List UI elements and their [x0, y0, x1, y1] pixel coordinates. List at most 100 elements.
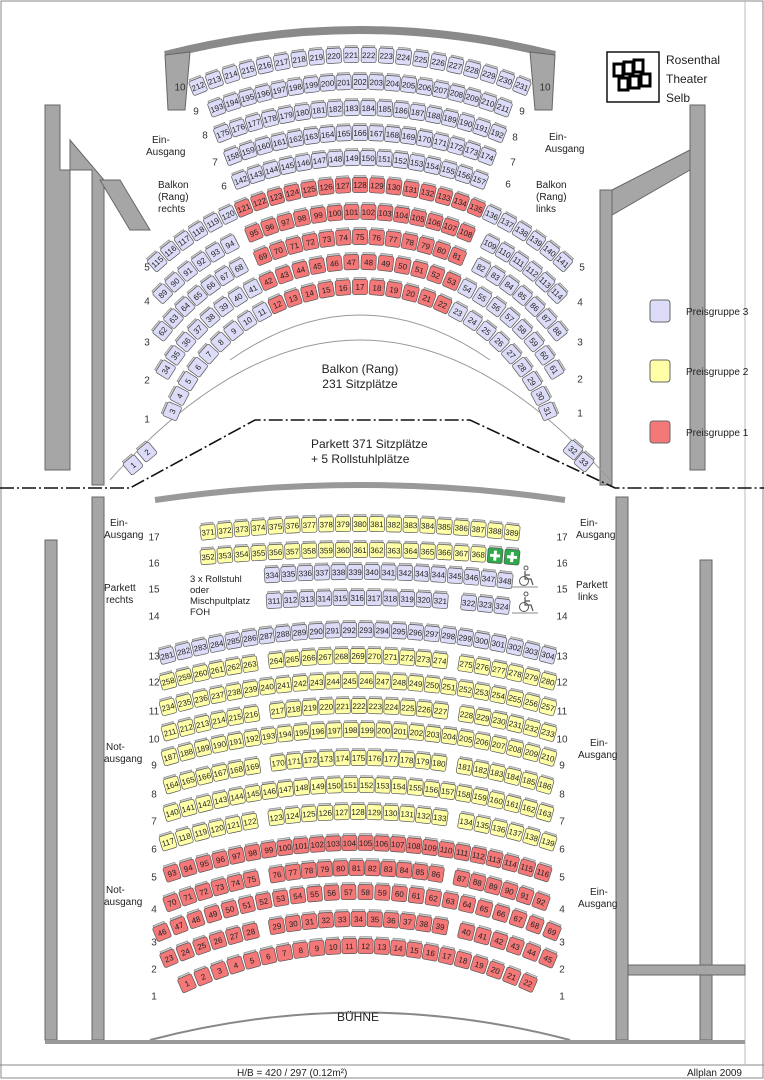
parkett-seat-280[interactable]: 280 [538, 670, 558, 691]
balkon-seat-184[interactable]: 184 [360, 98, 377, 117]
balkon-seat-171[interactable]: 171 [431, 131, 450, 152]
parkett-seat-226[interactable]: 226 [415, 698, 433, 718]
balkon-seat-3[interactable]: 3 [160, 401, 183, 421]
parkett-seat-29[interactable]: 29 [268, 915, 286, 935]
balkon-seat-149[interactable]: 149 [343, 148, 360, 167]
balkon-seat-26[interactable]: 26 [489, 330, 512, 353]
parkett-seat-68[interactable]: 68 [525, 913, 545, 935]
parkett-seat-319[interactable]: 319 [399, 589, 416, 608]
parkett-seat-365[interactable]: 365 [419, 541, 436, 560]
parkett-seat-140[interactable]: 140 [162, 801, 182, 822]
parkett-seat-336[interactable]: 336 [297, 563, 314, 582]
parkett-seat-302[interactable]: 302 [505, 636, 524, 657]
balkon-seat-95[interactable]: 95 [243, 221, 264, 243]
parkett-seat-125[interactable]: 125 [300, 803, 318, 823]
balkon-seat-97[interactable]: 97 [276, 211, 295, 232]
parkett-seat-147[interactable]: 147 [277, 778, 294, 798]
parkett-seat-237[interactable]: 237 [208, 684, 227, 705]
parkett-seat-203[interactable]: 203 [424, 723, 442, 743]
balkon-seat-104[interactable]: 104 [393, 204, 411, 224]
parkett-seat-269[interactable]: 269 [350, 646, 366, 664]
parkett-seat-267[interactable]: 267 [317, 646, 334, 665]
parkett-seat-381[interactable]: 381 [368, 514, 385, 533]
parkett-seat-316[interactable]: 316 [349, 588, 366, 606]
parkett-seat-63[interactable]: 63 [441, 890, 460, 910]
parkett-seat-190[interactable]: 190 [210, 733, 229, 754]
balkon-seat-29[interactable]: 29 [521, 370, 544, 392]
parkett-seat-11[interactable]: 11 [341, 936, 358, 955]
parkett-seat-174[interactable]: 174 [334, 748, 351, 767]
parkett-seat-215[interactable]: 215 [226, 706, 244, 726]
parkett-seat-239[interactable]: 239 [241, 678, 260, 698]
parkett-seat-5[interactable]: 5 [242, 949, 262, 970]
parkett-seat-241[interactable]: 241 [275, 674, 293, 694]
balkon-seat-11[interactable]: 11 [251, 300, 272, 322]
parkett-seat-257[interactable]: 257 [538, 695, 558, 717]
parkett-seat-80[interactable]: 80 [332, 858, 349, 877]
parkett-seat-124[interactable]: 124 [284, 805, 301, 825]
balkon-seat-45[interactable]: 45 [308, 255, 327, 275]
parkett-seat-255[interactable]: 255 [506, 687, 524, 708]
parkett-seat-298[interactable]: 298 [440, 625, 458, 645]
parkett-seat-192[interactable]: 192 [243, 727, 261, 748]
balkon-seat-6[interactable]: 6 [186, 355, 209, 378]
balkon-seat-86[interactable]: 86 [524, 295, 547, 318]
balkon-seat-140[interactable]: 140 [539, 239, 561, 262]
parkett-seat-141[interactable]: 141 [178, 797, 198, 818]
parkett-seat-121[interactable]: 121 [224, 814, 243, 834]
parkett-seat-274[interactable]: 274 [431, 650, 449, 670]
parkett-seat-143[interactable]: 143 [211, 789, 230, 810]
balkon-seat-162[interactable]: 162 [286, 128, 305, 148]
balkon-seat-192[interactable]: 192 [487, 122, 508, 143]
parkett-seat-258[interactable]: 258 [158, 670, 178, 691]
parkett-seat-94[interactable]: 94 [178, 856, 198, 878]
balkon-seat-155[interactable]: 155 [439, 158, 458, 180]
parkett-seat-232[interactable]: 232 [522, 717, 542, 738]
parkett-seat-171[interactable]: 171 [285, 750, 303, 770]
parkett-seat-50[interactable]: 50 [220, 898, 239, 919]
parkett-seat-275[interactable]: 275 [457, 653, 475, 673]
balkon-seat-188[interactable]: 188 [425, 104, 443, 125]
balkon-seat-110[interactable]: 110 [494, 240, 516, 263]
balkon-seat-201[interactable]: 201 [335, 72, 352, 91]
parkett-seat-345[interactable]: 345 [446, 565, 464, 585]
parkett-seat-136[interactable]: 136 [489, 817, 508, 838]
parkett-seat-85[interactable]: 85 [411, 861, 429, 881]
parkett-seat-44[interactable]: 44 [522, 940, 542, 962]
balkon-seat-203[interactable]: 203 [368, 72, 385, 91]
parkett-seat-119[interactable]: 119 [191, 821, 210, 842]
parkett-seat-82[interactable]: 82 [364, 858, 381, 877]
balkon-seat-14[interactable]: 14 [300, 282, 319, 303]
parkett-seat-62[interactable]: 62 [424, 887, 442, 907]
parkett-seat-19[interactable]: 19 [470, 953, 489, 975]
balkon-seat-115[interactable]: 115 [145, 250, 168, 273]
balkon-seat-109[interactable]: 109 [480, 232, 501, 255]
balkon-seat-99[interactable]: 99 [309, 204, 327, 224]
parkett-seat-359[interactable]: 359 [318, 540, 335, 559]
parkett-seat-236[interactable]: 236 [192, 687, 210, 708]
parkett-seat-223[interactable]: 223 [367, 696, 384, 715]
balkon-seat-25[interactable]: 25 [476, 319, 498, 342]
parkett-seat-268[interactable]: 268 [333, 646, 350, 665]
parkett-seat-131[interactable]: 131 [398, 803, 416, 823]
parkett-seat-24[interactable]: 24 [175, 940, 195, 962]
parkett-seat-76[interactable]: 76 [268, 863, 286, 884]
balkon-seat-180[interactable]: 180 [293, 101, 312, 122]
parkett-seat-155[interactable]: 155 [406, 777, 424, 796]
balkon-seat-74[interactable]: 74 [335, 227, 352, 246]
balkon-seat-67[interactable]: 67 [213, 264, 235, 287]
parkett-seat-384[interactable]: 384 [419, 515, 436, 534]
balkon-seat-94[interactable]: 94 [219, 232, 240, 255]
parkett-seat-375[interactable]: 375 [267, 516, 284, 535]
balkon-seat-93[interactable]: 93 [204, 240, 226, 263]
balkon-seat-27[interactable]: 27 [501, 342, 524, 365]
parkett-seat-64[interactable]: 64 [458, 893, 477, 914]
parkett-seat-83[interactable]: 83 [380, 858, 397, 878]
balkon-seat-15[interactable]: 15 [317, 279, 335, 299]
parkett-seat-114[interactable]: 114 [501, 852, 521, 873]
parkett-seat-137[interactable]: 137 [506, 821, 525, 842]
parkett-seat-86[interactable]: 86 [427, 863, 445, 883]
parkett-seat-281[interactable]: 281 [157, 644, 177, 665]
balkon-seat-147[interactable]: 147 [310, 150, 328, 169]
parkett-seat-212[interactable]: 212 [177, 716, 196, 737]
